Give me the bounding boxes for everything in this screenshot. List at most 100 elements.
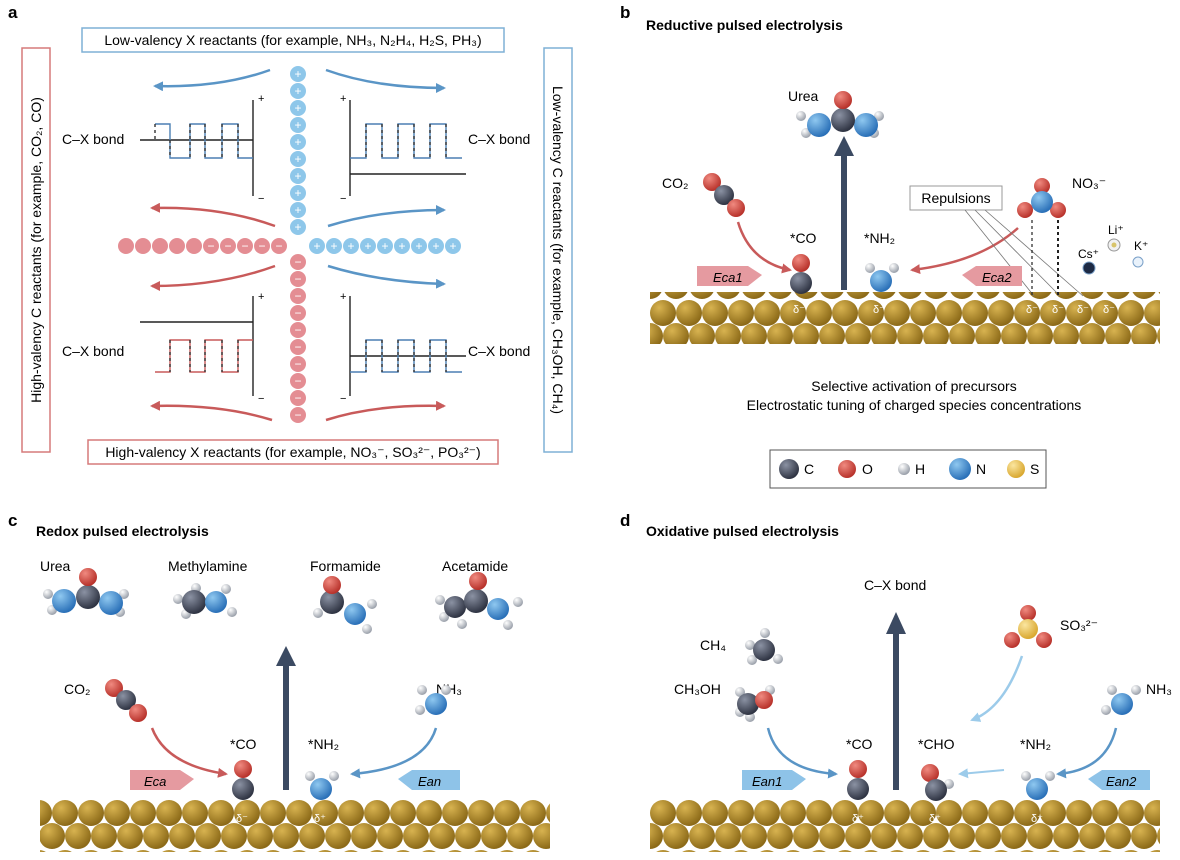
svg-text:δ⁻: δ⁻ bbox=[793, 304, 805, 316]
product-label-formamide: Formamide bbox=[310, 558, 381, 574]
bond-label-bottom-left: C–X bond bbox=[62, 343, 124, 359]
so3-arrow bbox=[970, 655, 1024, 722]
svg-text:−: − bbox=[294, 306, 301, 320]
left-reactants-box bbox=[21, 47, 51, 453]
negative-charge-column: −− −− −− −− −− bbox=[290, 254, 306, 423]
legend-label-s: S bbox=[1030, 461, 1039, 477]
graph-br-minus: − bbox=[340, 393, 346, 405]
ch4-label: CH₄ bbox=[700, 637, 726, 653]
co-ads-label-c: *CO bbox=[230, 736, 257, 752]
svg-text:+: + bbox=[294, 169, 301, 183]
cho-ads-label: *CHO bbox=[918, 736, 955, 752]
caption-line-2: Electrostatic tuning of charged species … bbox=[747, 397, 1082, 413]
nh2-ads-label-d: *NH₂ bbox=[1020, 736, 1051, 752]
urea-label-b: Urea bbox=[788, 88, 819, 104]
nh2-adsorbed-c bbox=[305, 771, 339, 800]
svg-text:δ⁻: δ⁻ bbox=[1103, 304, 1115, 316]
methylamine-molecule bbox=[173, 583, 237, 619]
graph-bl-minus: − bbox=[258, 393, 264, 405]
svg-text:−: − bbox=[294, 391, 301, 405]
svg-text:−: − bbox=[275, 239, 282, 253]
product-label-acetamide: Acetamide bbox=[442, 558, 508, 574]
urea-molecule-c bbox=[43, 568, 129, 617]
atom-legend: C O H N S bbox=[769, 449, 1047, 489]
svg-text:+: + bbox=[330, 239, 337, 253]
product-label-methylamine: Methylamine bbox=[168, 558, 248, 574]
pulse-graph-bottom-left bbox=[140, 296, 254, 396]
svg-text:−: − bbox=[294, 357, 301, 371]
top-reactants-box bbox=[81, 27, 505, 53]
svg-text:+: + bbox=[294, 84, 301, 98]
legend-label-n: N bbox=[976, 461, 986, 477]
panel-b: b Reductive pulsed electrolysis Urea CO₂… bbox=[620, 3, 1160, 489]
surface-charge-c-1: δ⁻ bbox=[236, 813, 248, 825]
nh2-ads-label-b: *NH₂ bbox=[864, 230, 895, 246]
urea-molecule-b bbox=[796, 91, 884, 138]
pulse-graph-top-right bbox=[349, 100, 466, 196]
cx-bond-label-d: C–X bond bbox=[864, 577, 926, 593]
eca1-tag bbox=[697, 266, 762, 286]
eca2-label: Eca2 bbox=[982, 270, 1012, 285]
legend-swatch-h bbox=[898, 463, 910, 475]
pulse-graph-top-left bbox=[140, 100, 254, 196]
ean2-tag bbox=[1088, 770, 1150, 790]
right-reactants-label: Low-valency C reactants (for example, CH… bbox=[550, 86, 566, 414]
svg-text:+: + bbox=[432, 239, 439, 253]
svg-text:+: + bbox=[294, 135, 301, 149]
co-ads-label-d: *CO bbox=[846, 736, 873, 752]
ean1-label: Ean1 bbox=[752, 774, 782, 789]
repulsions-label: Repulsions bbox=[921, 190, 990, 206]
co-ads-label-b: *CO bbox=[790, 230, 817, 246]
bottom-reactants-label: High-valency X reactants (for example, N… bbox=[105, 444, 480, 460]
svg-text:δ⁻: δ⁻ bbox=[1026, 304, 1038, 316]
caption-line-1: Selective activation of precursors bbox=[811, 378, 1016, 394]
svg-text:+: + bbox=[449, 239, 456, 253]
nh3-molecule-c bbox=[415, 685, 451, 715]
so3-label: SO₃²⁻ bbox=[1060, 617, 1098, 633]
svg-text:−: − bbox=[294, 323, 301, 337]
acetamide-molecule bbox=[435, 572, 523, 630]
co2-label-b: CO₂ bbox=[662, 175, 688, 191]
svg-text:+: + bbox=[294, 186, 301, 200]
eca1-label: Eca1 bbox=[713, 270, 743, 285]
bottom-reactants-box bbox=[87, 439, 499, 465]
nh2-ads-label-c: *NH₂ bbox=[308, 736, 339, 752]
svg-text:+: + bbox=[313, 239, 320, 253]
eca-tag bbox=[130, 770, 194, 790]
co-adsorbed-d bbox=[847, 760, 869, 800]
nh2-adsorbed-d bbox=[1021, 771, 1055, 800]
bond-label-top-right: C–X bond bbox=[468, 131, 530, 147]
panel-d: d Oxidative pulsed electrolysis C–X bond… bbox=[620, 511, 1172, 852]
ean-tag bbox=[398, 770, 460, 790]
graph-tr-minus: − bbox=[340, 193, 346, 205]
panel-c-title: Redox pulsed electrolysis bbox=[36, 523, 209, 539]
no3-label-b: NO₃⁻ bbox=[1072, 175, 1106, 191]
nh2-transfer-arrow bbox=[958, 768, 1005, 779]
pulse-graph-bottom-right bbox=[349, 296, 466, 396]
legend-swatch-s bbox=[1007, 460, 1025, 478]
ean1-tag bbox=[742, 770, 806, 790]
svg-text:−: − bbox=[224, 239, 231, 253]
graph-tl-plus: + bbox=[258, 93, 264, 105]
positive-charge-column: ++ ++ ++ ++ ++ bbox=[290, 66, 306, 235]
ch3oh-label: CH₃OH bbox=[674, 681, 721, 697]
svg-text:+: + bbox=[415, 239, 422, 253]
svg-text:+: + bbox=[381, 239, 388, 253]
left-reactants-label: High-valency C reactants (for example, C… bbox=[28, 97, 44, 403]
svg-text:−: − bbox=[258, 239, 265, 253]
svg-text:+: + bbox=[398, 239, 405, 253]
svg-text:−: − bbox=[241, 239, 248, 253]
panel-b-title: Reductive pulsed electrolysis bbox=[646, 17, 843, 33]
k-label: K⁺ bbox=[1134, 239, 1148, 253]
svg-text:−: − bbox=[294, 289, 301, 303]
panel-a-letter: a bbox=[8, 3, 18, 22]
svg-text:+: + bbox=[294, 152, 301, 166]
ch3oh-molecule bbox=[735, 685, 775, 722]
svg-text:−: − bbox=[294, 408, 301, 422]
svg-text:δ⁻: δ⁻ bbox=[873, 304, 885, 316]
svg-text:−: − bbox=[294, 272, 301, 286]
electrode-surface-b bbox=[650, 292, 1160, 344]
surface-charge-d-2: δ⁺ bbox=[929, 813, 941, 825]
eca2-tag bbox=[962, 266, 1022, 286]
